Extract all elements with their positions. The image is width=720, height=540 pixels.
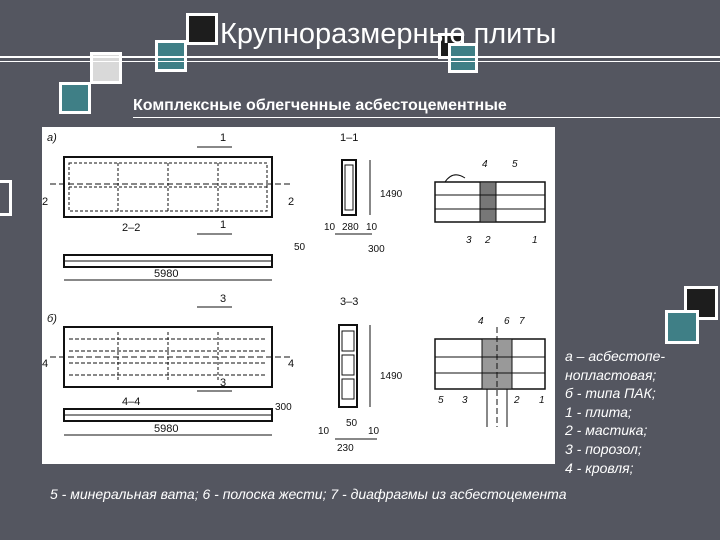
- panel-a-label: а): [47, 132, 57, 144]
- callout-5-a: 5: [512, 159, 518, 170]
- dim-10-b2: 10: [368, 426, 380, 437]
- drawing-svg: а) б) 1–1 2–2 3–3 4–4 1 1 2 2 3 3 4 4 59…: [42, 132, 546, 454]
- legend-line: б - типа ПАК;: [565, 385, 656, 402]
- panel-b-label: б): [47, 313, 57, 325]
- technical-drawing: а) б) 1–1 2–2 3–3 4–4 1 1 2 2 3 3 4 4 59…: [42, 127, 555, 464]
- dim-1490-a: 1490: [380, 189, 403, 200]
- legend-line: нопластовая;: [565, 366, 657, 383]
- callout-2-b: 2: [513, 395, 520, 406]
- cut-2-right: 2: [288, 196, 294, 208]
- legend-bottom-note: 5 - минеральная вата; 6 - полоска жести;…: [50, 486, 567, 502]
- legend-line: 1 - плита;: [565, 403, 632, 420]
- cut-3-top: 3: [220, 293, 226, 305]
- callout-3-b: 3: [462, 395, 468, 406]
- deco-square-dark-top: [186, 13, 218, 45]
- dim-300-b: 300: [275, 402, 292, 413]
- callout-1-b: 1: [539, 395, 545, 406]
- legend-line: а – асбестопе-: [565, 348, 666, 364]
- callout-4-b: 4: [478, 316, 484, 327]
- dim-50: 50: [294, 242, 306, 253]
- deco-square-teal-left: [59, 82, 91, 114]
- callout-6-b: 6: [504, 316, 510, 327]
- legend-line: 4 - кровля;: [565, 459, 634, 476]
- header-rule-bottom: [0, 61, 720, 62]
- callout-7-b: 7: [519, 316, 525, 327]
- dim-10-b: 10: [318, 426, 330, 437]
- legend-line: 3 - порозол;: [565, 440, 642, 457]
- slide-subtitle: Комплексные облегченные асбестоцементные: [133, 97, 507, 114]
- callout-4-a: 4: [482, 159, 488, 170]
- dim-5980-a: 5980: [154, 268, 178, 280]
- callout-5-b: 5: [438, 395, 444, 406]
- dim-10-a2: 10: [366, 222, 378, 233]
- header-rule-top: [0, 56, 720, 58]
- dim-5980-b: 5980: [154, 423, 178, 435]
- dim-300-a: 300: [368, 244, 385, 255]
- callout-1-a: 1: [532, 235, 538, 246]
- cut-3-bottom: 3: [220, 377, 226, 389]
- legend-line: 2 - мастика;: [565, 422, 648, 439]
- section-4-label: 4–4: [122, 396, 140, 408]
- cut-4-left: 4: [42, 358, 48, 370]
- callout-3-a: 3: [466, 235, 472, 246]
- dim-280: 280: [342, 222, 359, 233]
- subtitle-rule: [133, 117, 720, 118]
- cut-1-top: 1: [220, 132, 226, 144]
- cut-4-right: 4: [288, 358, 294, 370]
- section-3-label: 3–3: [340, 296, 358, 308]
- deco-square-edge-left: [0, 180, 12, 216]
- section-2-label: 2–2: [122, 222, 140, 234]
- dim-1490-b: 1490: [380, 371, 403, 382]
- deco-square-teal-title: [448, 43, 478, 73]
- deco-square-teal-right: [665, 310, 699, 344]
- cut-2-left: 2: [42, 196, 48, 208]
- dim-10-a: 10: [324, 222, 336, 233]
- cut-1-bottom: 1: [220, 219, 226, 231]
- callout-2-a: 2: [484, 235, 491, 246]
- slide-title: Крупноразмерные плиты: [220, 18, 557, 50]
- dim-50-b: 50: [346, 418, 358, 429]
- section-1-label: 1–1: [340, 132, 358, 144]
- legend: а – асбестопе- нопластовая; б - типа ПАК…: [565, 347, 665, 477]
- dim-230: 230: [337, 443, 354, 454]
